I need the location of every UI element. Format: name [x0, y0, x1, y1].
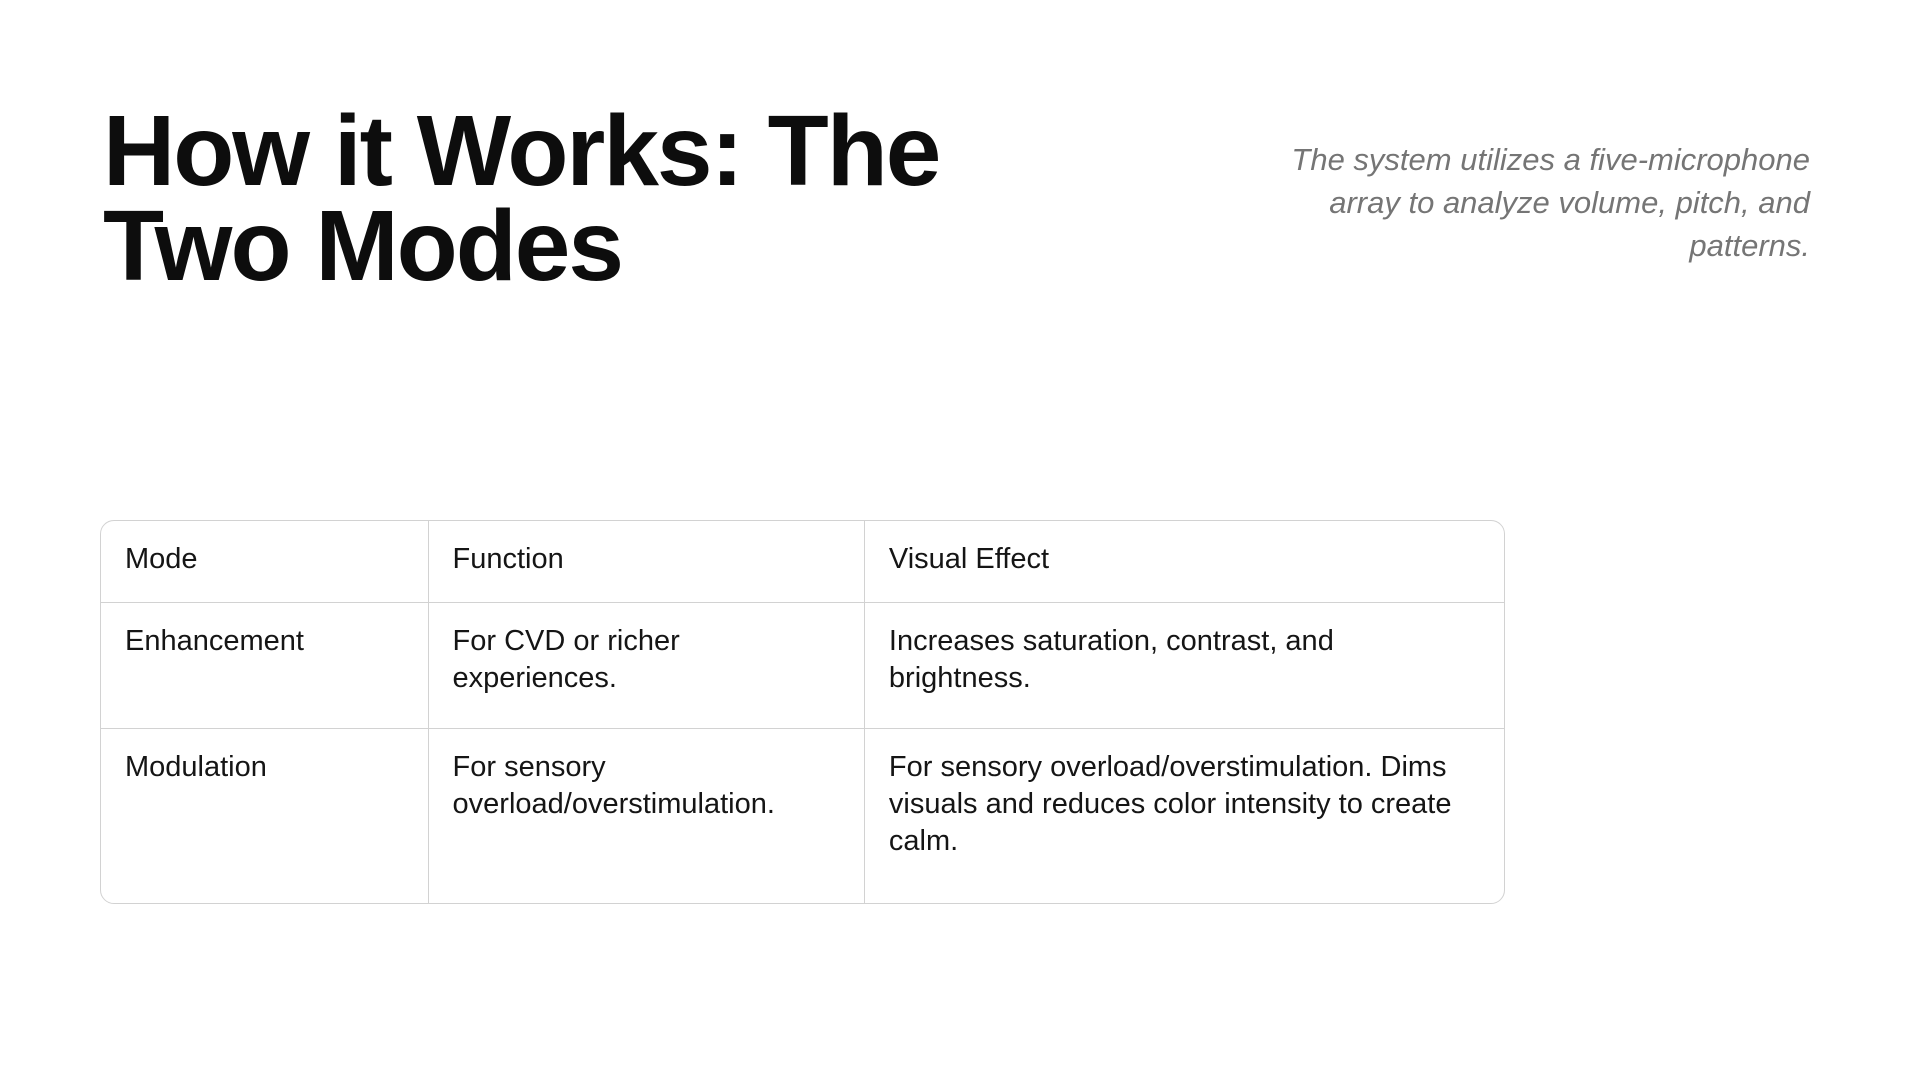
- page-subtitle-line-2: array to analyze volume, pitch, and: [1329, 185, 1810, 220]
- column-header-function: Function: [428, 521, 865, 603]
- table-cell-enhancement-mode: Enhancement: [101, 603, 429, 729]
- table-cell-modulation-visual-effect: For sensory overload/overstimulation. Di…: [888, 751, 1452, 857]
- page-subtitle-line-1: The system utilizes a five-microphone: [1291, 142, 1810, 177]
- table-cell-enhancement-function: For CVD or richer experiences.: [428, 603, 865, 729]
- page-subtitle-line-3: patterns.: [1689, 228, 1810, 263]
- modes-table: Mode Function Visual Effect Enhancement …: [100, 520, 1505, 904]
- page-title: How it Works: The Two Modes: [103, 95, 941, 302]
- column-header-visual-effect: Visual Effect: [864, 521, 1504, 603]
- page-title-line-2: Two Modes: [103, 190, 624, 302]
- page-title-line-1: How it Works: The: [103, 95, 941, 207]
- page-subtitle: The system utilizes a five-microphone ar…: [1170, 138, 1810, 267]
- column-header-mode: Mode: [101, 521, 429, 603]
- table-cell-modulation-mode: Modulation: [101, 729, 429, 903]
- table-cell-enhancement-visual-effect: Increases saturation, contrast, and brig…: [864, 603, 1504, 729]
- table-cell-modulation-function: For sensory overload/overstimulation.: [429, 729, 865, 903]
